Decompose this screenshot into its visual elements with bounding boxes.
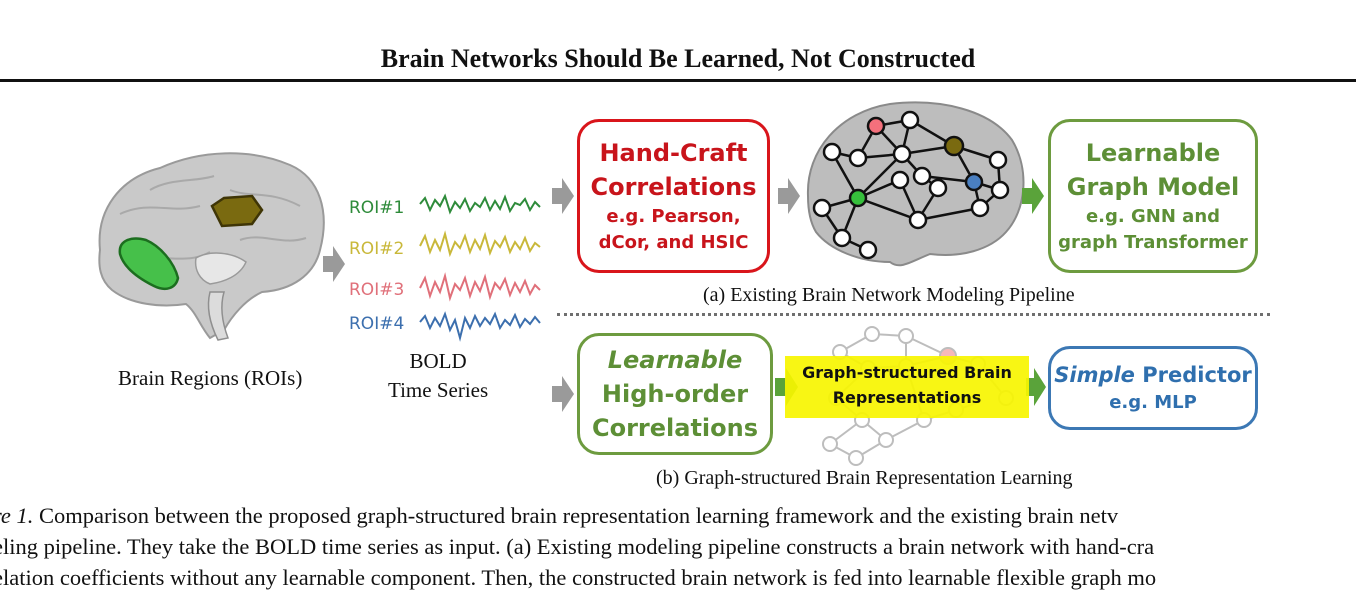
node-red bbox=[866, 116, 886, 136]
bold-label-line1: BOLD bbox=[409, 349, 467, 373]
learnable-graph-model-box: Learnable Graph Model e.g. GNN and graph… bbox=[1048, 119, 1258, 273]
learnable-graph-line2: Graph Model bbox=[1066, 173, 1240, 201]
representation-line1: Graph-structured Brain bbox=[802, 363, 1012, 382]
handcraft-line4: dCor, and HSIC bbox=[598, 232, 749, 253]
bold-label-line2: Time Series bbox=[388, 378, 489, 402]
learnable-graph-line3: e.g. GNN and bbox=[1085, 206, 1221, 227]
caption-b: (b) Graph-structured Brain Representatio… bbox=[656, 467, 1073, 489]
figure-caption-line2: eling pipeline. They take the BOLD time … bbox=[0, 534, 1155, 559]
figure-caption-line1: re 1. Comparison between the proposed gr… bbox=[0, 500, 1356, 531]
roi2-trace bbox=[419, 230, 541, 258]
dotted-separator bbox=[557, 313, 1270, 316]
highorder-line1: Learnable bbox=[607, 346, 743, 374]
representation-line2: Representations bbox=[832, 388, 982, 407]
highorder-line3: Correlations bbox=[591, 414, 759, 442]
node-olive bbox=[943, 135, 965, 157]
highorder-line2: High-order bbox=[601, 380, 749, 408]
figure-caption-line3: elation coefficients without any learnab… bbox=[0, 565, 1157, 590]
brain-image bbox=[98, 152, 325, 341]
handcraft-line2: Correlations bbox=[590, 173, 757, 201]
simple-rest: Predictor bbox=[1134, 363, 1252, 387]
roi2-label: ROI#2 bbox=[349, 239, 405, 259]
title-rule bbox=[0, 79, 1356, 82]
arrow-representation-to-predictor bbox=[1026, 368, 1046, 406]
learnable-graph-line4: graph Transformer bbox=[1058, 232, 1248, 253]
figure-caption: re 1. Comparison between the proposed gr… bbox=[0, 500, 1356, 593]
handcraft-line3: e.g. Pearson, bbox=[606, 206, 741, 227]
roi-traces bbox=[419, 193, 541, 342]
roi1-label: ROI#1 bbox=[349, 198, 405, 218]
simple-italic: Simple bbox=[1054, 363, 1135, 387]
roi4-label: ROI#4 bbox=[349, 314, 405, 334]
handcraft-correlations-box: Hand-Craft Correlations e.g. Pearson, dC… bbox=[577, 119, 770, 273]
representation-highlight bbox=[785, 356, 1029, 418]
arrow-brain-to-rois bbox=[323, 246, 345, 282]
graph-representation-label: Graph-structured Brain Representations bbox=[785, 360, 1029, 410]
figure-label: re 1. bbox=[0, 503, 34, 528]
figure-caption-text1: Comparison between the proposed graph-st… bbox=[33, 503, 1119, 528]
node-green bbox=[848, 188, 868, 208]
arrow-network-to-learnable bbox=[1022, 178, 1044, 214]
roi1-trace bbox=[419, 193, 541, 215]
handcraft-line1: Hand-Craft bbox=[599, 139, 748, 167]
arrow-handcraft-to-network bbox=[778, 178, 800, 214]
simple-line2: e.g. MLP bbox=[1109, 392, 1197, 413]
simple-line1: Simple Predictor bbox=[1054, 360, 1252, 390]
learnable-graph-line1: Learnable bbox=[1085, 139, 1221, 167]
node-blue bbox=[964, 172, 984, 192]
roi4-trace bbox=[419, 311, 541, 342]
roi3-trace bbox=[419, 272, 541, 302]
arrow-to-highorder bbox=[552, 376, 574, 412]
bold-time-series-label: BOLD Time Series bbox=[388, 347, 488, 405]
learnable-highorder-box: Learnable High-order Correlations bbox=[577, 333, 773, 455]
page-title: Brain Networks Should Be Learned, Not Co… bbox=[380, 44, 976, 73]
arrow-to-handcraft bbox=[552, 178, 574, 214]
brain-regions-label: Brain Regions (ROIs) bbox=[118, 366, 303, 390]
roi3-label: ROI#3 bbox=[349, 280, 405, 300]
brain-network-graph bbox=[806, 101, 1025, 267]
caption-a: (a) Existing Brain Network Modeling Pipe… bbox=[703, 284, 1075, 306]
simple-predictor-box: Simple Predictor e.g. MLP bbox=[1048, 346, 1258, 430]
